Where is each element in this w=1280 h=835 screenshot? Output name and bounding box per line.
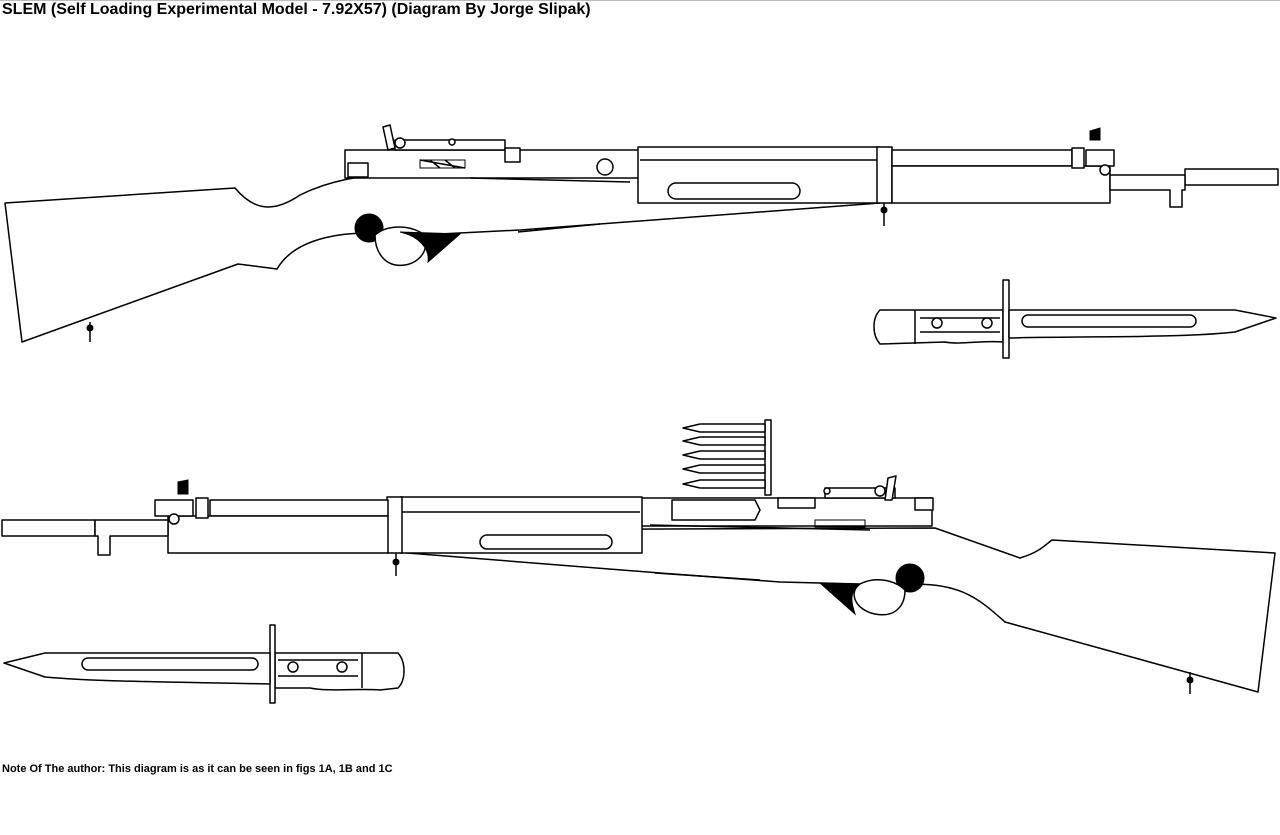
rifle-2-trigger-guard xyxy=(853,578,906,616)
rifle-2-muzzle xyxy=(1,519,96,537)
bayonet-2-fuller xyxy=(81,657,259,671)
rifle-2-front-band xyxy=(386,496,403,554)
rifle-1-barrel xyxy=(891,149,1073,167)
diagram-title: SLEM (Self Loading Experimental Model - … xyxy=(2,1,591,18)
rifle-1-muzzle xyxy=(1184,168,1279,186)
rifle-1-gas-slot xyxy=(667,182,801,200)
rifle-1-receiver xyxy=(344,149,641,179)
stripper-clip-cartridges xyxy=(682,419,772,496)
cartridge xyxy=(682,479,766,489)
bayonet-left-facing xyxy=(3,624,405,704)
rifle-2-barrel xyxy=(209,499,389,517)
rifle-left-facing xyxy=(1,475,1276,694)
rifle-2-gas-slot xyxy=(479,534,613,550)
rifle-2-trigger xyxy=(895,563,925,593)
bayonet-right-facing xyxy=(873,279,1277,359)
bayonet-1-fuller xyxy=(1021,314,1197,328)
bayonet-1-crossguard xyxy=(1002,279,1010,359)
rifle-1-front-band xyxy=(876,146,893,204)
rifle-right-facing xyxy=(4,124,1279,343)
rifle-2-nose-cap xyxy=(167,515,389,554)
cartridge xyxy=(682,450,766,460)
top-border xyxy=(0,0,1280,1)
cartridge xyxy=(682,464,766,474)
cartridge xyxy=(682,423,766,433)
rifle-1-nose-cap xyxy=(891,165,1111,204)
author-note: Note Of The author: This diagram is as i… xyxy=(2,763,393,775)
cartridge xyxy=(682,436,766,446)
